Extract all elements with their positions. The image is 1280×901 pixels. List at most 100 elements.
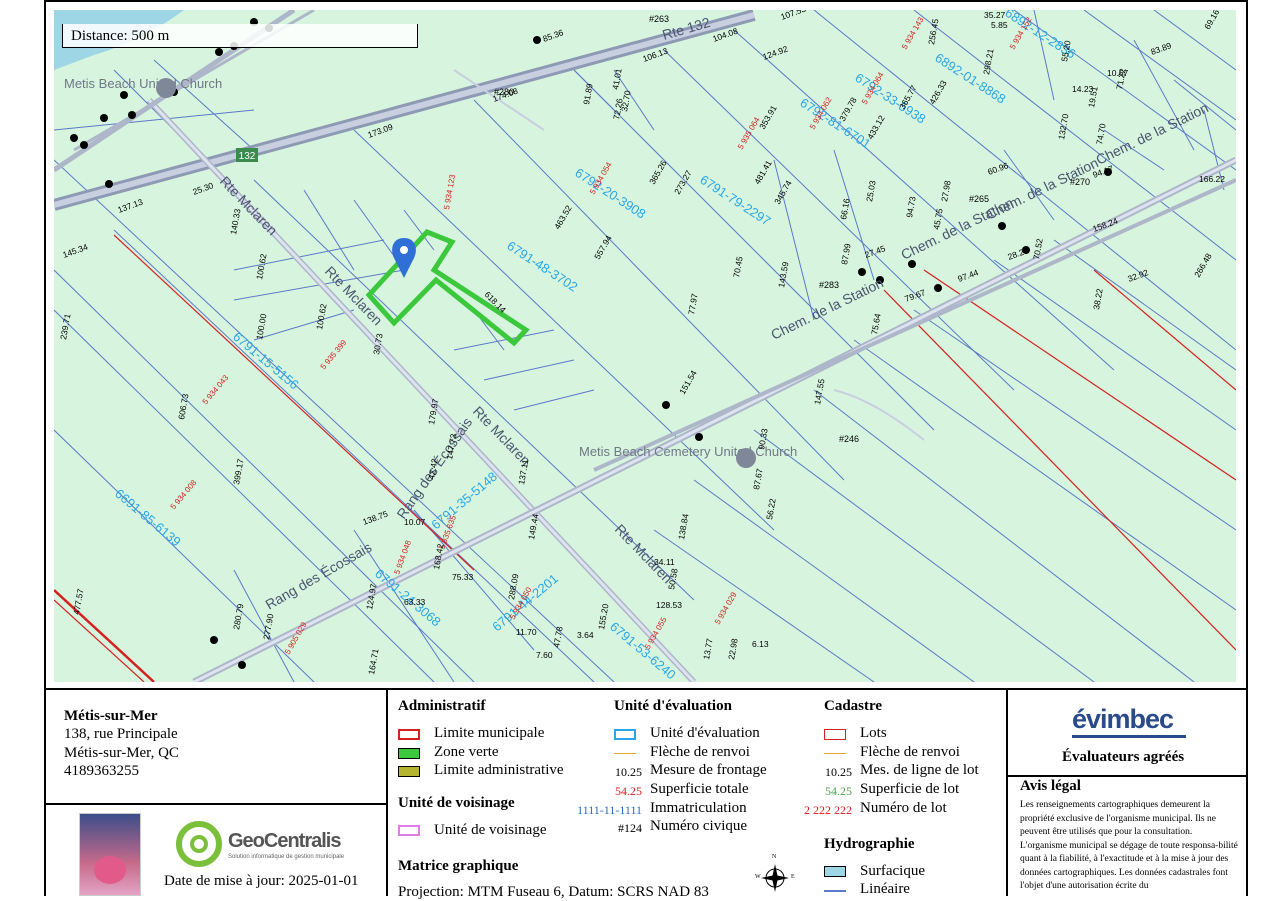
svg-text:47.78: 47.78 (551, 625, 565, 648)
zone-verte-parcel[interactable] (365, 229, 530, 347)
legend-divider-1 (386, 690, 388, 896)
legend-unite-voisinage: Unité de voisinage (434, 822, 547, 838)
svg-text:145.34: 145.34 (61, 241, 89, 259)
civic-numbers: #263 #280 #283 #246 #265 #270 (494, 14, 1090, 444)
sample-numero-lot: 2 222 222 (804, 803, 852, 817)
svg-text:151.54: 151.54 (677, 368, 699, 396)
legend-hdiv-left (44, 803, 388, 805)
svg-text:6892-01-8868: 6892-01-8868 (932, 50, 1008, 107)
org-name: Métis-sur-Mer (64, 708, 158, 724)
svg-text:149.44: 149.44 (526, 513, 540, 541)
svg-text:38.22: 38.22 (1091, 287, 1105, 310)
legend-limite-administrative: Limite administrative (434, 762, 564, 778)
roads (54, 10, 1236, 682)
svg-text:100.62: 100.62 (314, 303, 328, 331)
geocentralis-tagline: Solution informatique de gestion municip… (228, 854, 345, 860)
sample-numero-civique: #124 (618, 821, 642, 835)
place-metis-beach-united-church: Metis Beach United Church (64, 76, 222, 91)
svg-text:6791-35-5148: 6791-35-5148 (428, 469, 500, 533)
svg-text:34.11: 34.11 (654, 557, 675, 567)
svg-text:55.20: 55.20 (1059, 39, 1073, 62)
svg-text:3.64: 3.64 (577, 630, 594, 640)
legend-mesure-frontage: Mesure de frontage (650, 762, 767, 778)
cadastre-arrow-swatch (824, 753, 846, 754)
svg-text:379.78: 379.78 (837, 95, 859, 123)
svg-text:147.55: 147.55 (812, 378, 826, 406)
svg-text:5 935 399: 5 935 399 (319, 338, 349, 371)
svg-text:606.73: 606.73 (176, 393, 190, 421)
svg-text:87.67: 87.67 (751, 467, 765, 490)
limite-admin-swatch (398, 766, 420, 777)
svg-text:353.91: 353.91 (757, 103, 779, 131)
svg-text:124.97: 124.97 (364, 583, 378, 611)
legend-numero-lot: Numéro de lot (860, 800, 947, 816)
projection-text: Projection: MTM Fuseau 6, Datum: SCRS NA… (398, 884, 709, 900)
svg-text:137.13: 137.13 (116, 196, 144, 214)
administratif-title: Administratif (398, 698, 486, 714)
legend-surfacique: Surfacique (860, 863, 925, 879)
svg-text:132.70: 132.70 (1056, 113, 1070, 141)
sample-immatriculation: 1111-11-1111 (577, 803, 642, 817)
legend-immatriculation: Immatriculation (650, 800, 747, 816)
org-address1: 138, rue Principale (64, 726, 178, 742)
svg-text:74.70: 74.70 (1094, 122, 1108, 145)
matrice-title: Matrice graphique (398, 858, 519, 874)
lineaire-swatch (824, 890, 846, 892)
svg-text:91.89: 91.89 (581, 82, 595, 105)
svg-text:481.41: 481.41 (752, 158, 774, 186)
geocentralis-name: GeoCentralis (228, 830, 341, 852)
compass-icon: N W E (755, 854, 795, 896)
svg-text:75.64: 75.64 (869, 312, 883, 335)
svg-text:137.11: 137.11 (516, 458, 530, 485)
svg-text:50.58: 50.58 (666, 567, 680, 590)
svg-text:63.33: 63.33 (404, 597, 426, 607)
route-shield (236, 148, 258, 162)
legend-superficie-lot: Superficie de lot (860, 781, 960, 797)
svg-text:6791-48-3702: 6791-48-3702 (504, 238, 580, 295)
map-canvas[interactable]: 132 Rte 132 Rte Mclaren Rte Mclaren Rte … (54, 10, 1236, 682)
svg-text:83.89: 83.89 (1149, 40, 1173, 57)
limite-municipale-line (54, 589, 155, 682)
legend-fleche-renvoi-eval: Flèche de renvoi (650, 744, 750, 760)
route-shield-label: 132 (239, 151, 256, 162)
svg-text:266.48: 266.48 (1192, 251, 1214, 279)
svg-text:94.73: 94.73 (904, 195, 918, 218)
svg-text:41.01: 41.01 (610, 67, 624, 90)
legend-mes-ligne-lot: Mes. de ligne de lot (860, 762, 979, 778)
svg-text:477.57: 477.57 (71, 588, 85, 616)
location-pin-icon[interactable] (392, 238, 416, 278)
svg-text:10.67: 10.67 (1107, 68, 1129, 78)
svg-text:7.60: 7.60 (536, 650, 553, 660)
svg-text:77.97: 77.97 (686, 292, 700, 315)
evimbec-logo: évimbec (1072, 704, 1174, 734)
svg-text:124.92: 124.92 (761, 43, 789, 61)
svg-text:27.45: 27.45 (863, 243, 887, 260)
svg-text:70.52: 70.52 (1031, 237, 1045, 260)
avis-text: Les renseignements cartographiques demeu… (1020, 800, 1238, 891)
svg-text:69.16: 69.16 (1202, 10, 1221, 31)
svg-text:#283: #283 (819, 280, 839, 290)
svg-text:25.03: 25.03 (864, 179, 878, 202)
svg-text:5 934 043: 5 934 043 (201, 373, 231, 406)
svg-text:147.73: 147.73 (444, 433, 458, 461)
svg-text:280.79: 280.79 (231, 603, 245, 631)
svg-text:107.53: 107.53 (779, 10, 807, 22)
svg-text:6691-85-6139: 6691-85-6139 (112, 486, 184, 550)
svg-text:90.33: 90.33 (756, 427, 770, 450)
svg-text:#263: #263 (649, 14, 669, 24)
legend-divider-2 (1006, 690, 1008, 896)
voisinage-title: Unité de voisinage (398, 795, 515, 811)
geocentralis-logo-icon (176, 821, 222, 867)
svg-text:32.70: 32.70 (619, 89, 633, 112)
legend-superficie-totale: Superficie totale (650, 781, 749, 797)
cemetery-icon (736, 448, 756, 468)
svg-text:85.36: 85.36 (541, 27, 565, 44)
svg-text:25.30: 25.30 (191, 180, 215, 197)
municipal-emblem-image (79, 813, 141, 896)
surfacique-swatch (824, 866, 846, 877)
road-label-rte-mclaren-4: Rte Mclaren (612, 521, 676, 586)
svg-text:463.52: 463.52 (552, 203, 574, 231)
legend-zone-verte: Zone verte (434, 744, 499, 760)
compass-w: W (755, 874, 761, 880)
avis-title: Avis légal (1020, 778, 1081, 794)
